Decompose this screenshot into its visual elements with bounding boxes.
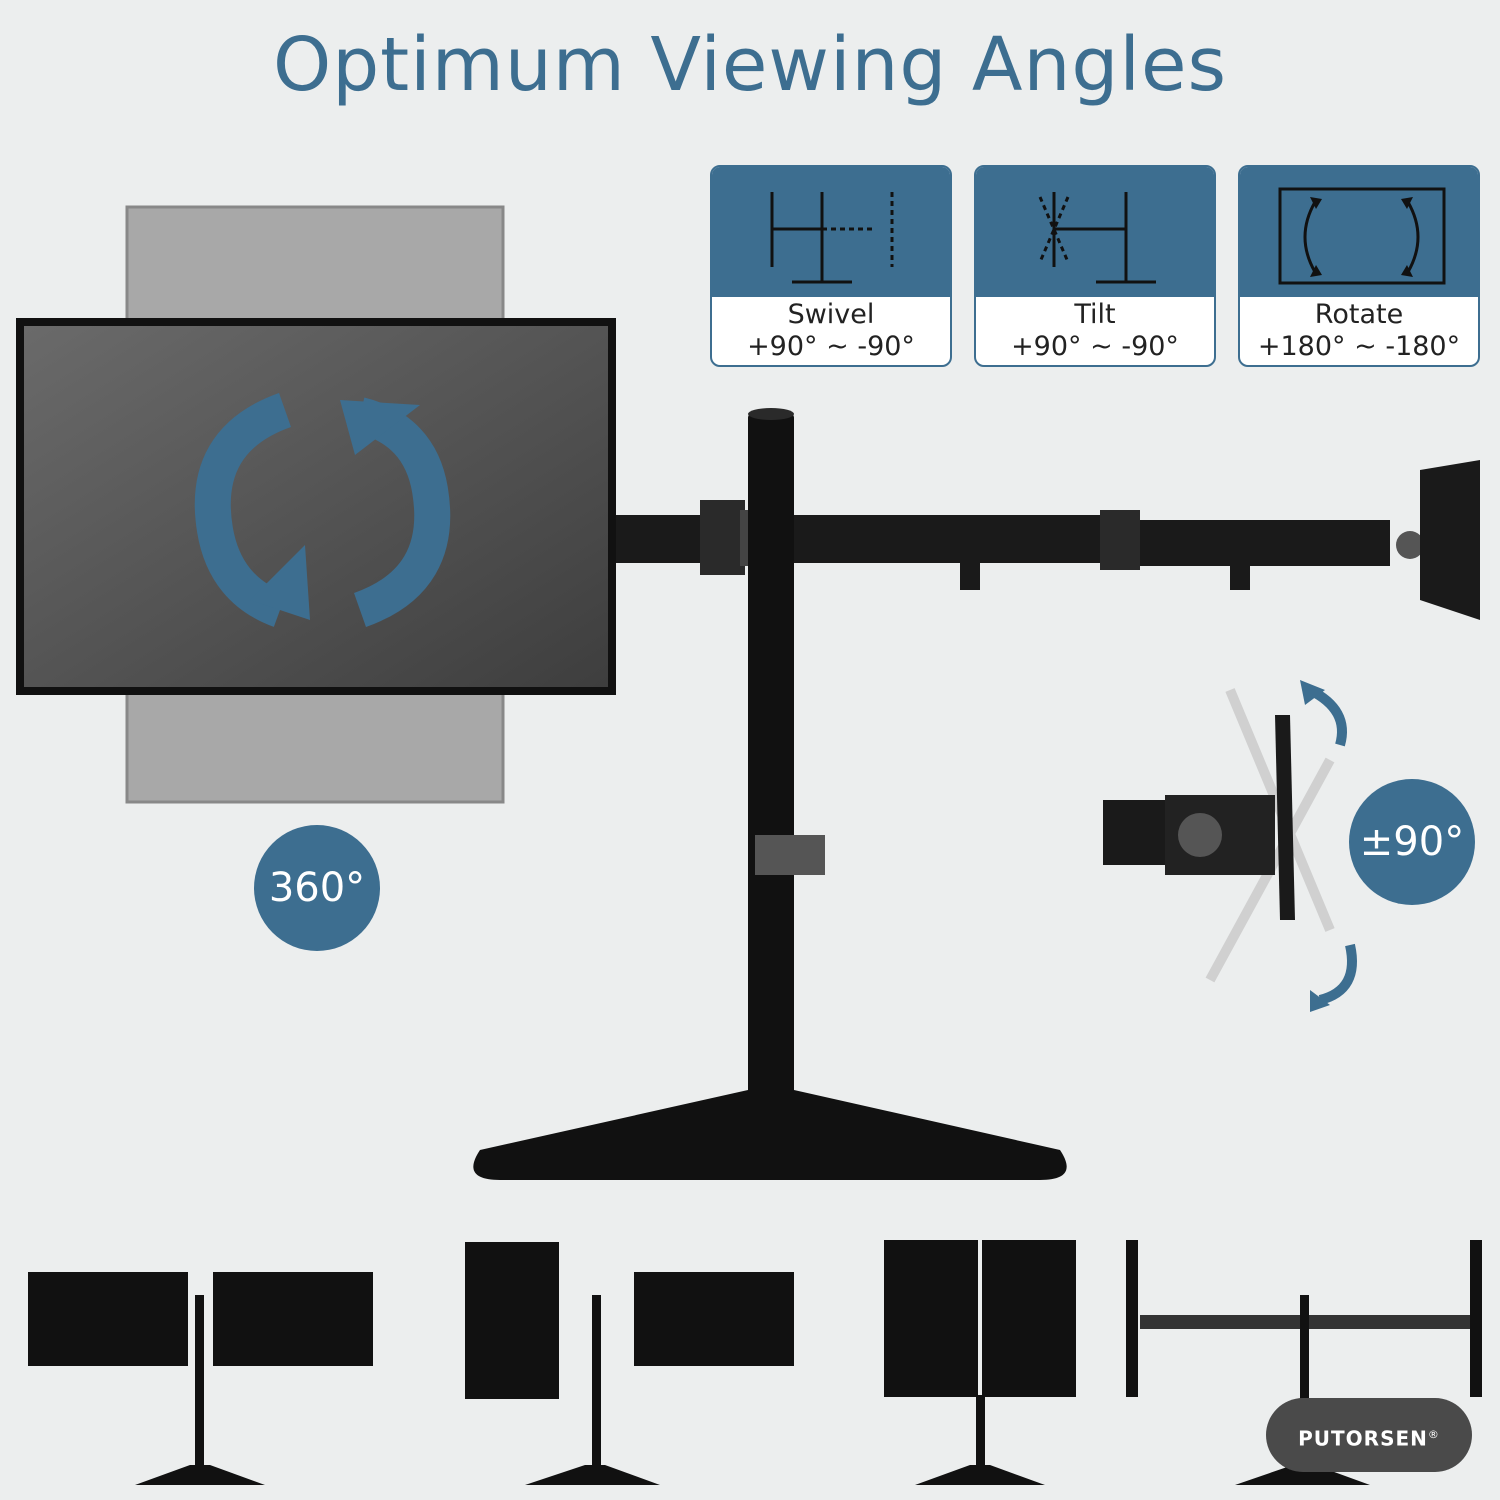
tilt-range: +90° ~ -90° <box>1011 331 1179 362</box>
pole <box>748 412 794 1172</box>
right-arm-segment-2 <box>1140 520 1390 566</box>
brand-name: PUTORSEN <box>1298 1426 1428 1451</box>
rotate-icon <box>1240 167 1478 297</box>
swivel-card: Swivel +90° ~ -90° <box>710 165 952 367</box>
tilt-icon <box>976 167 1214 297</box>
swivel-icon <box>712 167 950 297</box>
rotate-label: Rotate <box>1314 299 1404 330</box>
base <box>473 1090 1067 1180</box>
vesa-plate <box>1420 460 1480 620</box>
tilt-card: Tilt +90° ~ -90° <box>974 165 1216 367</box>
tilt-90-badge: ±90° <box>1349 779 1475 905</box>
page-title: Optimum Viewing Angles <box>272 22 1228 108</box>
tilt-label: Tilt <box>1074 299 1116 330</box>
rotate-arrows-icon <box>194 393 451 627</box>
swivel-range: +90° ~ -90° <box>747 331 915 362</box>
tilt-detail <box>1103 680 1357 1012</box>
brand-registered-mark: ® <box>1427 1428 1440 1441</box>
brand-logo: PUTORSEN® <box>1266 1398 1472 1472</box>
swivel-label: Swivel <box>787 299 875 330</box>
rotation-360-badge: 360° <box>254 825 380 951</box>
height-clamp <box>755 835 825 875</box>
config-thumbnails <box>28 1240 1482 1485</box>
rotate-range: +180° ~ -180° <box>1257 331 1461 362</box>
rotate-card: Rotate +180° ~ -180° <box>1238 165 1480 367</box>
